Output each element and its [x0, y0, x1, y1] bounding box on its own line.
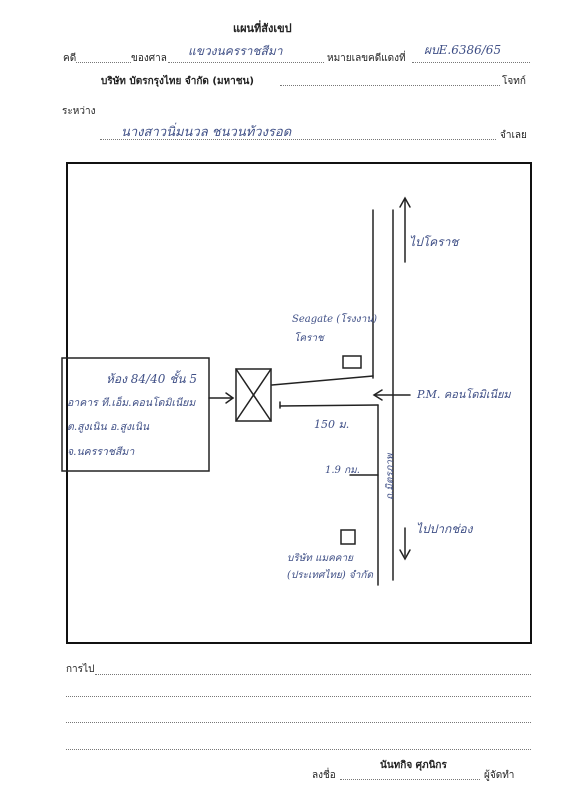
- soi-upper-edge: [271, 375, 374, 386]
- case-number-dotted-line: [412, 62, 530, 63]
- distance-1-9-label: 1.9 กม.: [325, 465, 360, 476]
- condo-pointer-head: [372, 389, 383, 401]
- signer-role: ผู้จัดทำ: [484, 770, 515, 781]
- plaintiff-suffix: โจทก์: [502, 76, 526, 87]
- case-number-label: หมายเลขคดีแดงที่: [327, 53, 406, 64]
- route-dotted-line-2: [66, 696, 531, 697]
- route-label: การไป: [66, 664, 95, 675]
- address-line-2: อาคาร ที.เอ็ม.คอนโดมิเนียม: [67, 397, 196, 409]
- seagate-label: Seagate (โรงงาน): [292, 314, 377, 325]
- defendant-name: นางสาวนิ่มนวล ชนวนท้วงรอด: [121, 125, 292, 140]
- case-label: คดี: [63, 53, 77, 64]
- route-dotted-line-4: [66, 749, 531, 750]
- map-frame: [66, 162, 532, 644]
- route-dotted-line-1: [95, 674, 531, 675]
- south-arrow-head: [399, 549, 411, 561]
- pointer-arrow-head: [225, 392, 235, 404]
- plaintiff-name: บริษัท บัตรกรุงไทย จำกัด (มหาชน): [101, 76, 254, 87]
- route-dotted-line-3: [66, 722, 531, 723]
- court-value: แขวงนครราชสีมา: [188, 44, 283, 58]
- sign-label: ลงชื่อ: [312, 770, 336, 781]
- company-label-2: (ประเทศไทย) จำกัด: [287, 570, 373, 581]
- seagate-label-sub: โคราช: [294, 333, 324, 344]
- address-line-1: ห้อง 84/40 ชั้น 5: [106, 372, 197, 386]
- road-name-label: ถ.มิตรภาพ: [385, 453, 396, 501]
- plaintiff-dotted-line: [280, 85, 500, 86]
- document-title: แผนที่สังเขป: [233, 22, 292, 35]
- defendant-suffix: จำเลย: [500, 130, 527, 141]
- between-label: ระหว่าง: [62, 106, 96, 117]
- address-line-3: ต.สูงเนิน อ.สูงเนิน: [67, 421, 150, 433]
- distance-150-label: 150 ม.: [314, 418, 350, 431]
- seagate-marker: [342, 355, 362, 369]
- court-dotted-line: [168, 62, 324, 63]
- sign-dotted-line: [340, 779, 480, 780]
- south-direction-label: ไปปากช่อง: [416, 522, 473, 536]
- company-marker: [340, 529, 356, 545]
- condo-building-icon: [235, 368, 272, 422]
- signer-name: นันทกิจ ศุภนิกร: [380, 760, 447, 771]
- address-line-4: จ.นครราชสีมา: [67, 446, 135, 458]
- defendant-dotted-line: [100, 139, 496, 140]
- case-dotted-line: [76, 62, 131, 63]
- soi-lower-edge: [279, 404, 379, 407]
- north-direction-label: ไปโคราช: [409, 235, 459, 249]
- address-box: [61, 357, 210, 472]
- company-label-1: บริษัท แมคคาย: [287, 553, 353, 564]
- court-label: ของศาล: [131, 53, 167, 64]
- condo-label: P.M. คอนโดมิเนียม: [417, 388, 511, 401]
- case-number-value: ผบE.6386/65: [424, 43, 502, 57]
- north-arrow-head: [399, 196, 411, 208]
